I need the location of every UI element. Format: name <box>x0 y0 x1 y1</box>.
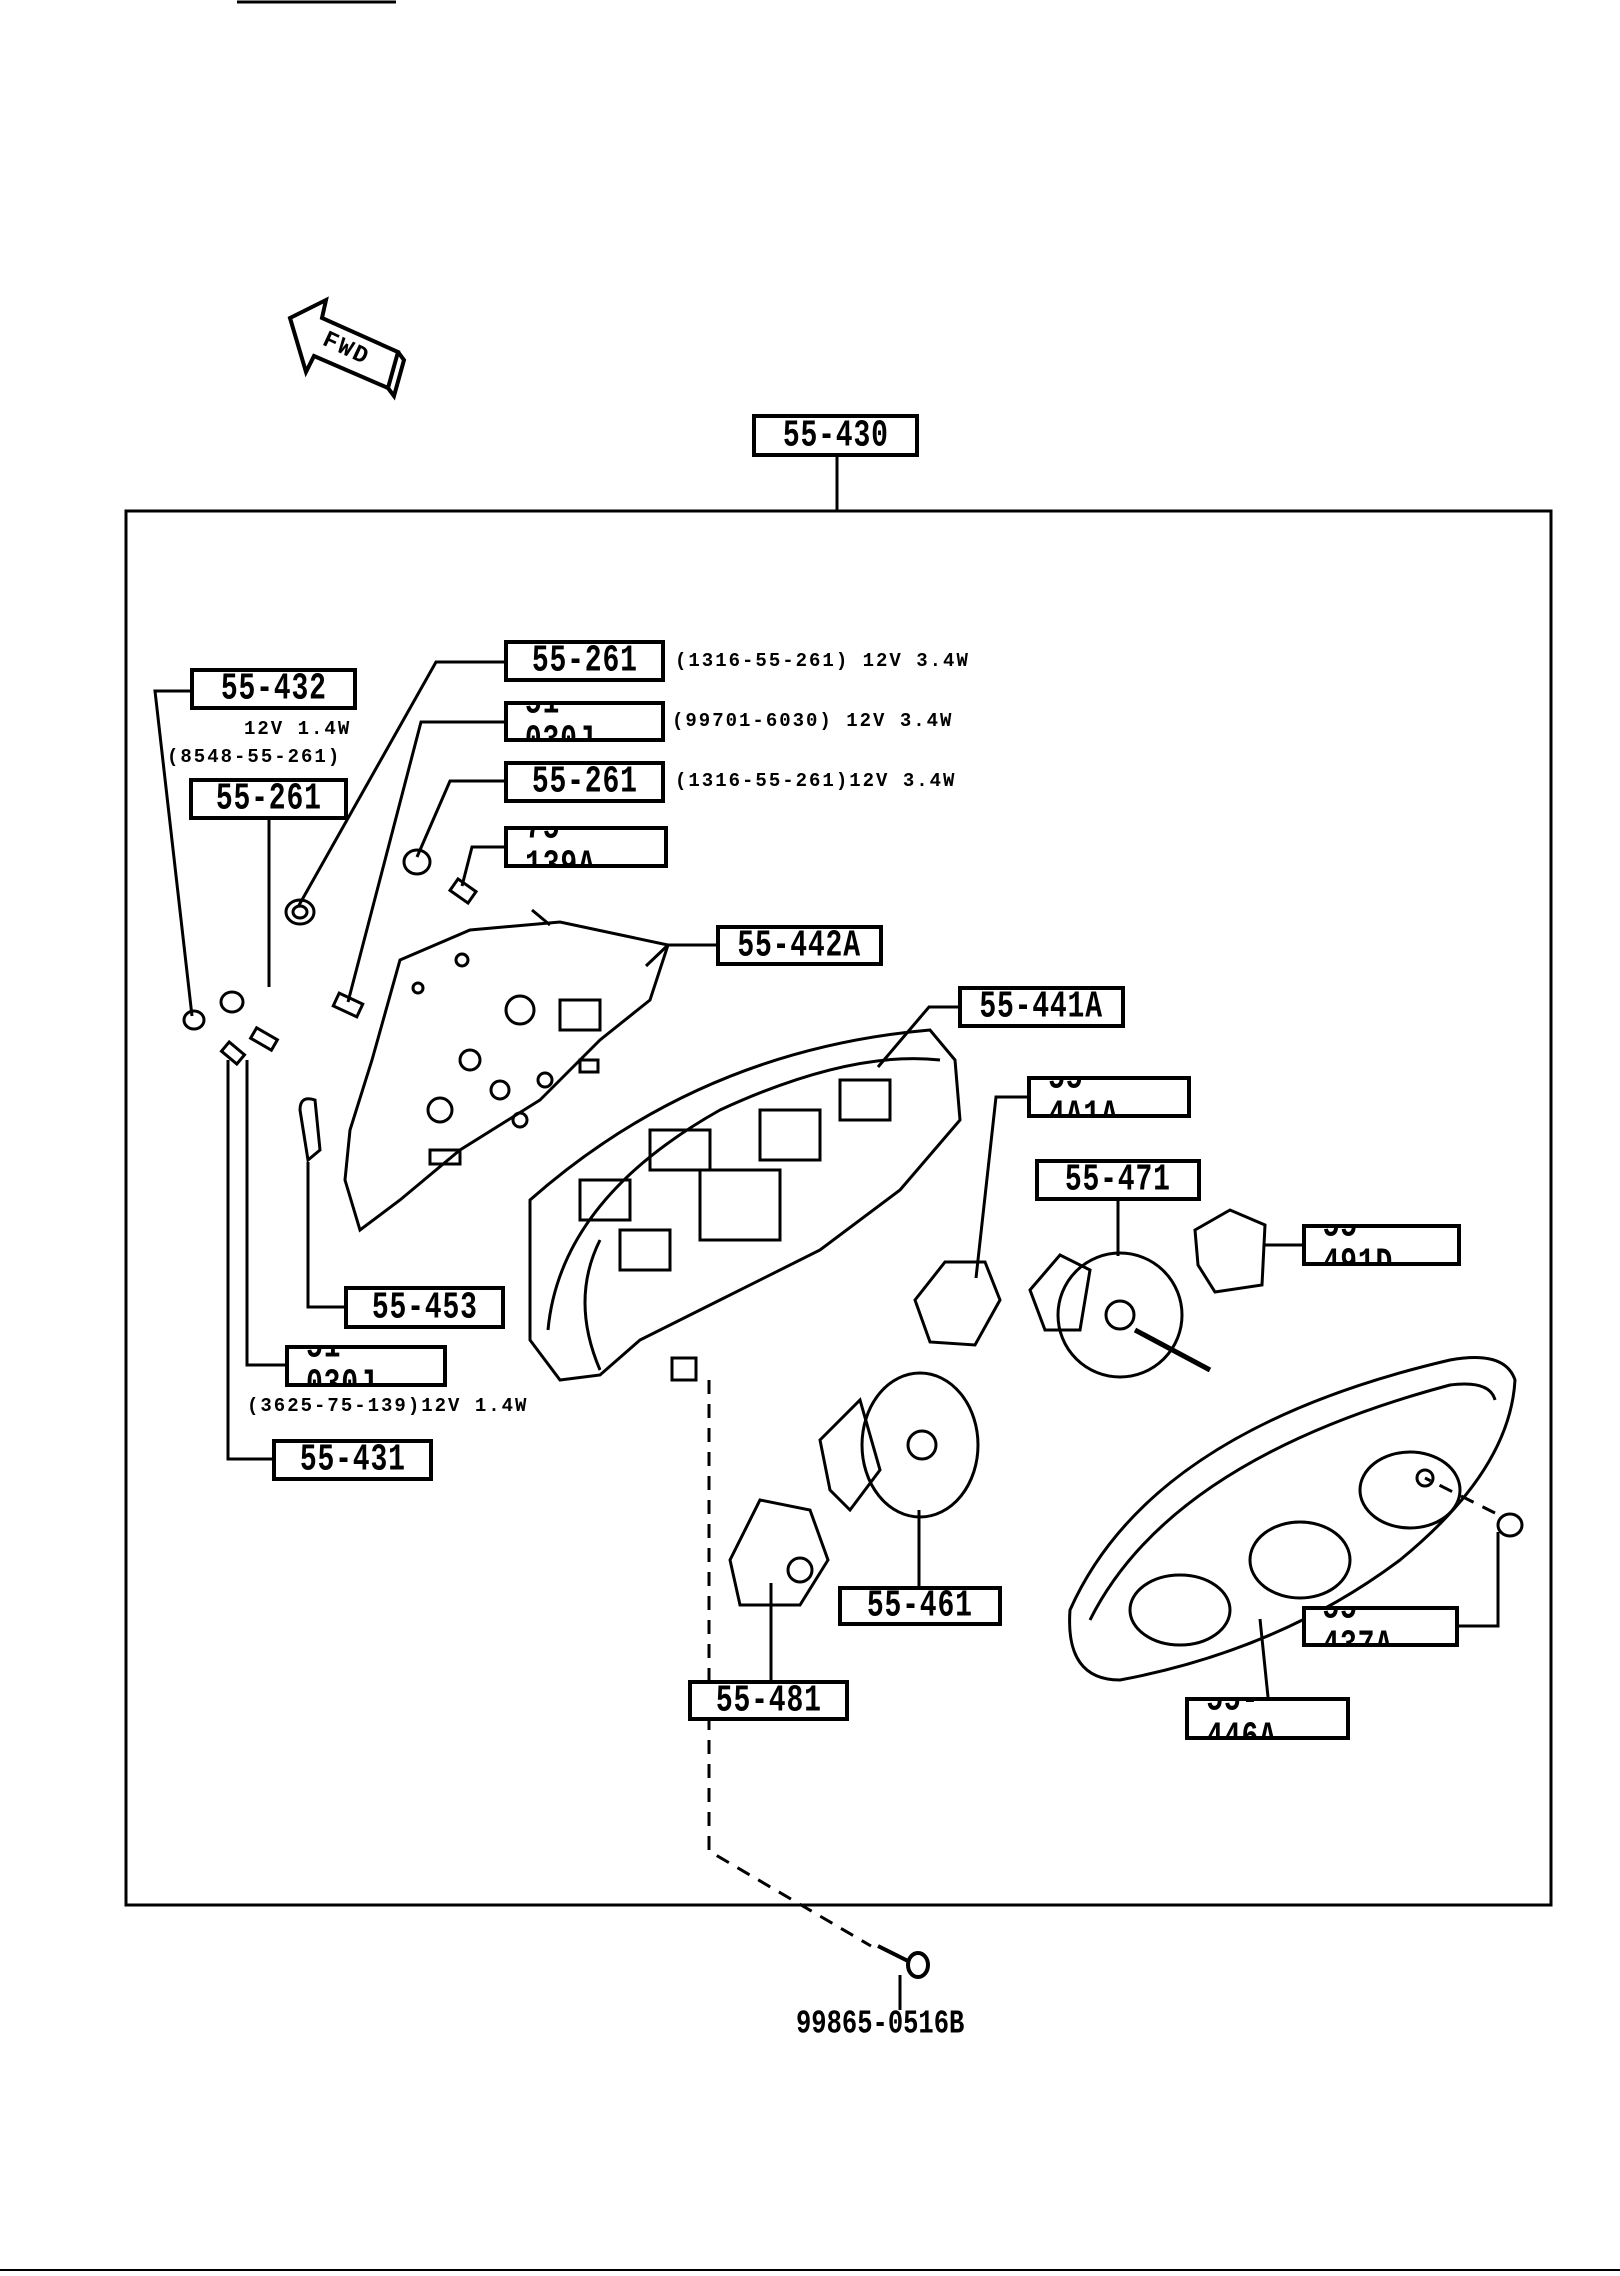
screw-part-number[interactable]: 99865-0516B <box>796 2006 994 2044</box>
screw-part-number-text: 99865-0516B <box>796 2006 965 2044</box>
callout-55-446a[interactable]: 55-446A <box>1185 1697 1350 1740</box>
leader-lines <box>153 660 1500 2010</box>
callout-55-453[interactable]: 55-453 <box>344 1286 505 1329</box>
callout-text: 51-030J <box>524 701 596 742</box>
assembly-callout[interactable]: 55-430 <box>752 414 919 457</box>
callout-note: (99701-6030) 12V 3.4W <box>672 710 954 732</box>
screw-icon <box>877 1944 930 1979</box>
bulb-sockets <box>182 848 551 1067</box>
callout-55-431[interactable]: 55-431 <box>272 1439 433 1481</box>
callout-text: 55-461 <box>867 1586 973 1626</box>
gauge-modules <box>728 1208 1267 1607</box>
callout-text: 55-261 <box>531 761 638 803</box>
callout-note: (8548-55-261) <box>167 746 342 768</box>
callout-note: 12V 1.4W <box>244 718 352 740</box>
callout-text: 55-432 <box>220 668 327 710</box>
callout-55-4a1a[interactable]: 55-4A1A <box>1027 1076 1191 1118</box>
callout-55-261-b[interactable]: 55-261 <box>504 761 665 803</box>
callout-text: 55-261 <box>531 640 638 682</box>
callout-55-481[interactable]: 55-481 <box>688 1680 849 1721</box>
dashed-fastener-path <box>707 1380 1496 1948</box>
callout-text: 55-261 <box>215 778 322 820</box>
fwd-arrow-icon <box>287 296 407 401</box>
callout-text: 55-441A <box>979 986 1104 1028</box>
callout-55-491d[interactable]: 55-491D <box>1302 1224 1461 1266</box>
callout-text: 51-030J <box>305 1345 377 1387</box>
callout-55-261-c[interactable]: 55-261 <box>189 778 348 820</box>
callout-text: 55-471 <box>1065 1159 1171 1201</box>
callout-text: 55-453 <box>371 1286 478 1329</box>
instrument-housing <box>528 1028 962 1382</box>
callout-55-461[interactable]: 55-461 <box>838 1586 1002 1626</box>
callout-text: 75-139A <box>525 826 596 868</box>
callout-51-030j-a[interactable]: 51-030J <box>504 701 665 742</box>
callout-note: (1316-55-261) 12V 3.4W <box>675 650 970 672</box>
callout-text: 55-442A <box>737 925 862 966</box>
callout-text: 55-491D <box>1322 1224 1394 1266</box>
callout-55-441a[interactable]: 55-441A <box>958 986 1125 1028</box>
callout-55-437a[interactable]: 55-437A <box>1302 1606 1459 1647</box>
callout-text: 55-431 <box>299 1439 406 1481</box>
callout-note: (3625-75-139)12V 1.4W <box>247 1395 529 1417</box>
callout-55-442a[interactable]: 55-442A <box>716 925 883 966</box>
callout-text: 55-437A <box>1322 1606 1393 1647</box>
callout-55-261-a[interactable]: 55-261 <box>504 640 665 682</box>
callout-text: 55-4A1A <box>1048 1076 1119 1118</box>
callout-text: 55-446A <box>1206 1697 1277 1740</box>
callout-note: (1316-55-261)12V 3.4W <box>675 770 957 792</box>
callout-text: 55-430 <box>782 414 889 457</box>
callout-text: 55-481 <box>715 1680 822 1721</box>
printed-circuit-board <box>298 920 670 1233</box>
knob-cap <box>1496 1512 1524 1538</box>
callout-55-471[interactable]: 55-471 <box>1035 1159 1201 1201</box>
callout-51-030j-b[interactable]: 51-030J <box>285 1345 447 1387</box>
callout-55-432[interactable]: 55-432 <box>190 668 357 710</box>
callout-75-139a[interactable]: 75-139A <box>504 826 668 868</box>
lens-cover <box>1068 1356 1517 1682</box>
